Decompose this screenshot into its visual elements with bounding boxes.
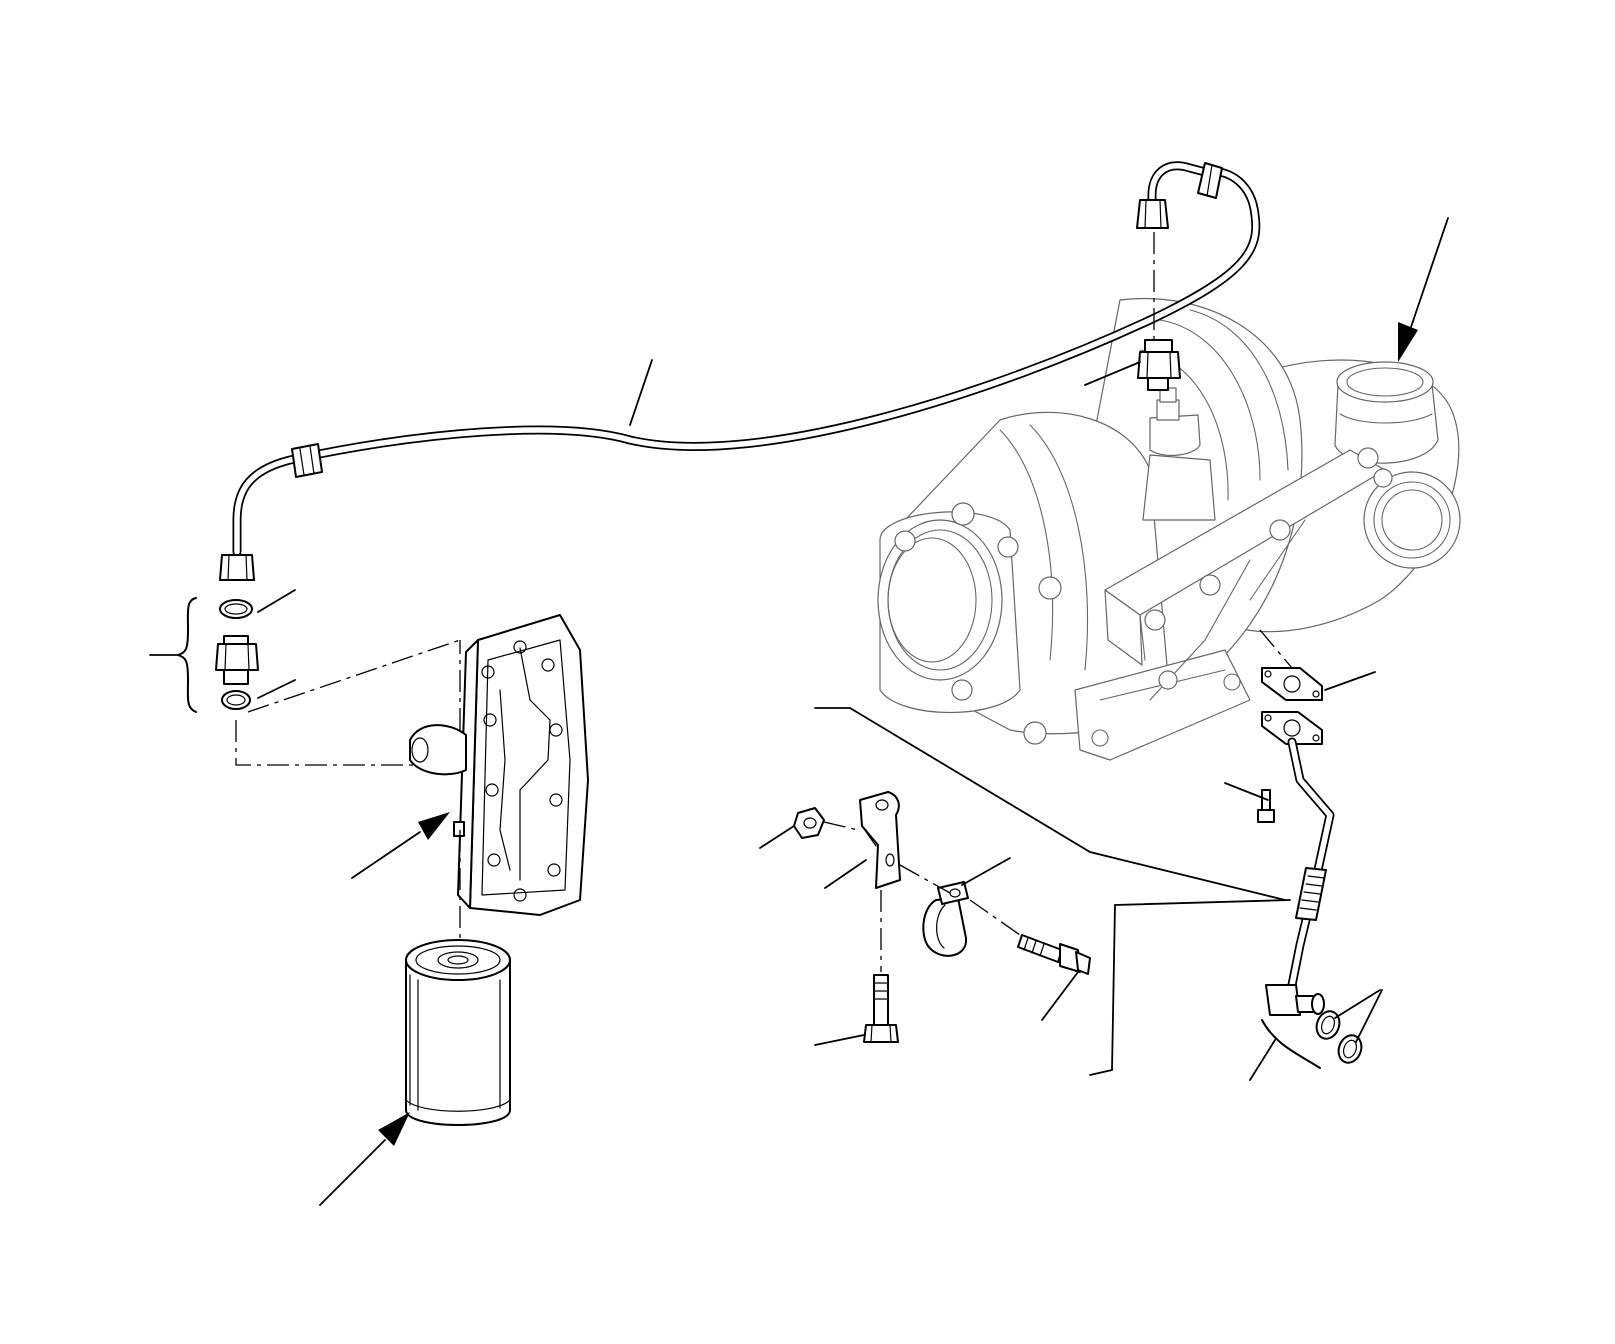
drain-flange-bolt xyxy=(1257,789,1275,823)
leader-supply-pipe xyxy=(629,359,653,426)
drain-gasket-upper xyxy=(1261,667,1323,701)
oil-supply-pipe xyxy=(219,161,1261,581)
callout-leaders xyxy=(257,359,1383,1081)
leader-drain-pipe-assembly-tail xyxy=(1089,1069,1113,1076)
leader-o-ring-b xyxy=(1355,989,1383,1043)
leader-drain-pipe-assembly xyxy=(814,707,1286,901)
turbo-inlet-adapter xyxy=(1137,339,1181,391)
oil-filter xyxy=(405,939,511,1126)
leader-o-ring-a xyxy=(1334,989,1381,1019)
leader-drain-elbow xyxy=(1249,1039,1276,1081)
leader-bracket-bolt xyxy=(814,1034,865,1046)
adapter-fitting-set xyxy=(149,597,259,713)
leader-p-clip xyxy=(961,857,1011,886)
oil-drain-pipe xyxy=(1261,737,1335,1069)
centerline-clip-bolt xyxy=(969,899,1021,936)
drain-gasket-lower xyxy=(1261,711,1323,745)
leader-o-ring-upper xyxy=(257,589,296,613)
leader-inlet-adapter xyxy=(1084,361,1141,386)
leader-gasket xyxy=(1324,671,1376,691)
turbocharger xyxy=(877,297,1461,761)
leader-o-ring-lower xyxy=(257,679,296,699)
leader-drain-pipe-assembly-2 xyxy=(1111,899,1291,1071)
centerline-filter-head xyxy=(235,640,461,766)
leader-flange-bolt xyxy=(1224,782,1269,801)
centerline-nut xyxy=(823,821,859,831)
clip-bolt xyxy=(1017,934,1091,975)
centerline-clip xyxy=(899,864,951,894)
drain-o-rings xyxy=(1315,1010,1363,1064)
centerline-drain xyxy=(1259,629,1293,669)
arrow-turbocharger xyxy=(1398,217,1449,362)
leader-bracket xyxy=(824,859,867,889)
leader-clip-bolt xyxy=(1041,971,1079,1021)
nut xyxy=(793,807,825,839)
p-clip xyxy=(922,881,969,957)
oil-filter-head xyxy=(409,614,589,916)
leader-nut xyxy=(759,825,795,849)
bracket-bolt xyxy=(863,974,899,1043)
arrow-filter-head xyxy=(351,812,450,879)
centerline-diagonal xyxy=(247,639,461,713)
support-bracket xyxy=(859,791,901,889)
arrow-oil-filter xyxy=(319,1112,410,1206)
